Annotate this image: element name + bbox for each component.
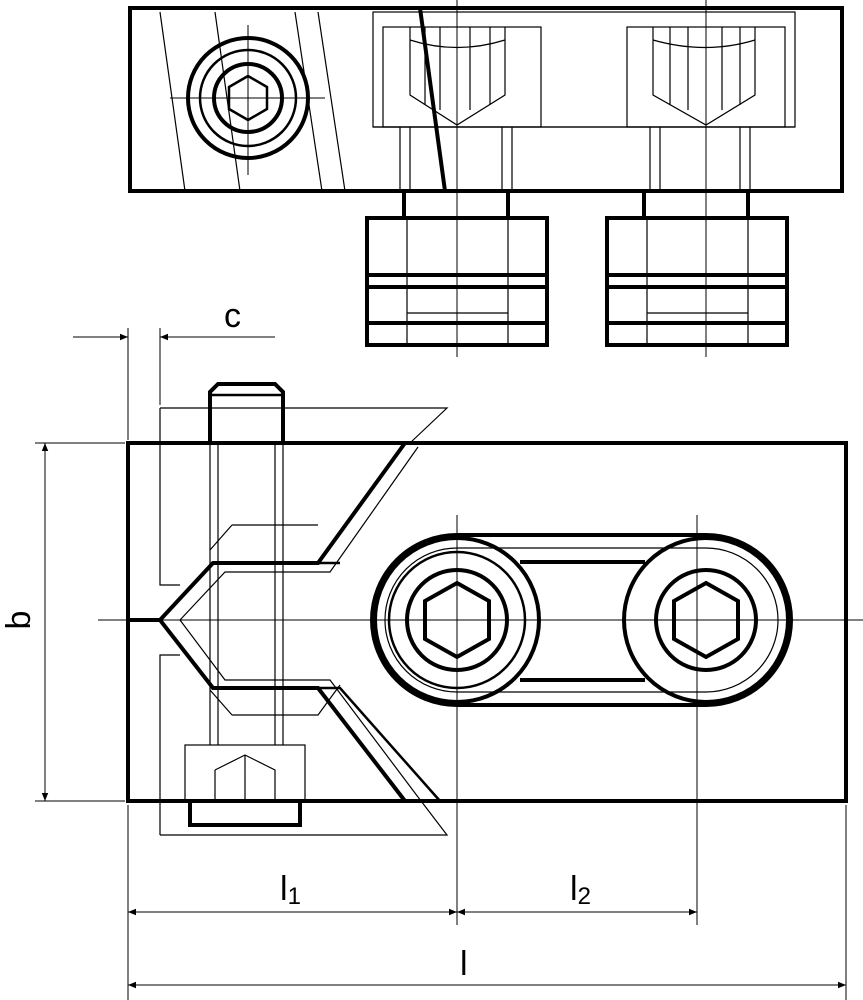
dimension-b-label: b <box>0 611 38 630</box>
slot <box>370 533 793 707</box>
socket-screw-top <box>170 25 325 175</box>
pressure-screw-1 <box>382 26 542 191</box>
dimension-lines <box>35 328 847 1000</box>
dimension-c-label: c <box>224 297 241 335</box>
top-view <box>128 0 844 357</box>
front-view <box>98 382 863 925</box>
dimension-l1-label: l1 <box>280 870 301 910</box>
dimension-l2-label: l2 <box>570 870 591 910</box>
dimension-l-label: l <box>460 945 468 983</box>
bolt <box>184 382 306 827</box>
clamp-block-2 <box>605 191 789 347</box>
v-notch <box>128 407 449 836</box>
